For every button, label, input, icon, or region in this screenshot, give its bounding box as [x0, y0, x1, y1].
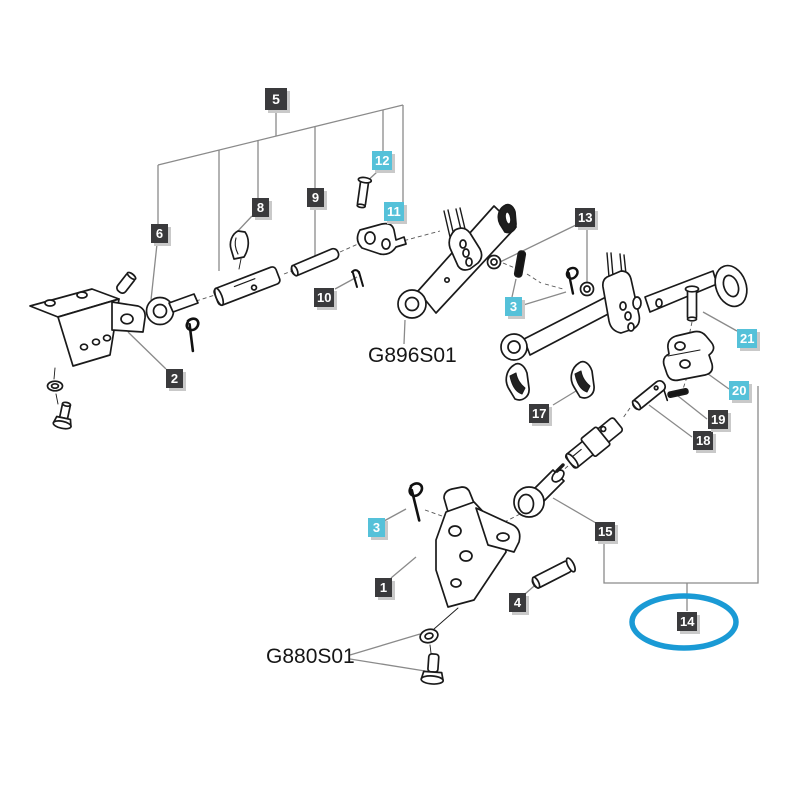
part-tube-9	[290, 247, 340, 277]
part-clevis-pin-12	[356, 176, 373, 209]
callout-10: 10	[314, 288, 335, 307]
callout-15: 15	[595, 522, 616, 541]
part-clevis-yoke-11	[356, 222, 407, 256]
part-mounting-bracket-left	[29, 288, 146, 405]
part-bolt-bottom	[420, 653, 444, 685]
part-r-clip-bottom	[408, 482, 424, 522]
part-pin-4	[531, 557, 576, 589]
part-turnbuckle-right	[564, 417, 624, 469]
part-bracket-bottom	[429, 486, 521, 654]
callout-9: 9	[307, 188, 324, 207]
part-lift-arm-right	[500, 252, 748, 361]
callout-3b: 3	[368, 518, 385, 537]
callout-19: 19	[708, 410, 729, 429]
part-turnbuckle-left	[213, 266, 281, 307]
part-pin-small-left	[116, 271, 137, 294]
part-bolt-left	[52, 401, 72, 430]
part-code-g880: G880S01	[266, 645, 355, 668]
callout-20: 20	[729, 381, 750, 400]
group-bracket-14	[603, 386, 759, 611]
part-washer-b	[579, 281, 595, 297]
part-code-g896: G896S01	[368, 344, 457, 367]
part-washer-bottom	[419, 628, 439, 644]
callout-2: 2	[166, 369, 183, 388]
part-spring-pin-19	[663, 387, 689, 402]
part-rod-end-left	[145, 293, 199, 326]
callout-11: 11	[384, 202, 404, 221]
callout-5: 5	[265, 88, 287, 110]
callout-3a: 3	[505, 297, 522, 316]
callout-1: 1	[375, 578, 392, 597]
callout-14: 14	[677, 612, 698, 631]
part-r-clip-middle	[565, 266, 579, 295]
part-tube-18	[631, 379, 667, 411]
highlight-ellipse	[629, 593, 739, 651]
callout-6: 6	[151, 224, 168, 243]
callout-17: 17	[529, 404, 550, 423]
callout-4: 4	[509, 593, 526, 612]
part-lift-arm-middle	[397, 203, 517, 319]
part-clamp-wedge-8	[229, 230, 250, 270]
callout-18: 18	[693, 431, 714, 450]
part-knuckle-20	[662, 330, 715, 382]
part-pin-black	[513, 250, 527, 278]
callout-21: 21	[737, 329, 758, 348]
callout-13: 13	[575, 208, 596, 227]
part-pin-21	[684, 285, 700, 322]
part-clamp-17-right	[570, 360, 595, 399]
callout-8: 8	[252, 198, 269, 217]
part-nut-left	[46, 380, 64, 392]
callout-12: 12	[372, 151, 393, 170]
part-r-clip-left	[185, 317, 200, 353]
part-ball-end-15	[513, 463, 565, 518]
part-clamp-17-left	[505, 362, 530, 401]
part-spring-pin-10	[351, 269, 364, 288]
part-washer-a	[486, 254, 502, 270]
